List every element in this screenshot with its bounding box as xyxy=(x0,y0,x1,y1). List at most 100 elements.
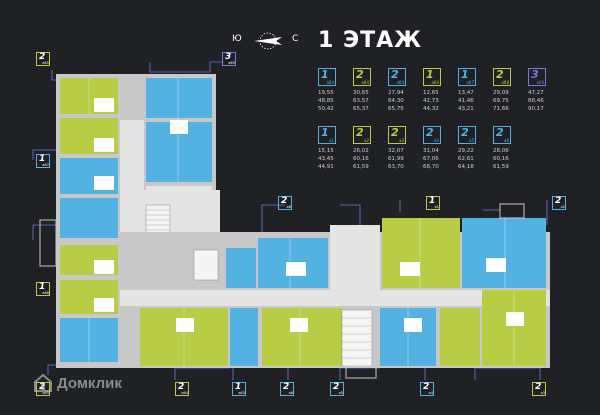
tag-code: а64 xyxy=(181,391,188,395)
legend-rooms: 2 xyxy=(461,126,469,139)
legend-area-value: 65,75 xyxy=(388,106,404,112)
tag-code: а3 xyxy=(540,391,545,395)
tag-rooms: 1 xyxy=(235,382,242,392)
tag-code: а69 xyxy=(228,61,235,65)
legend-rooms: 2 xyxy=(391,126,399,139)
domclick-logo-icon xyxy=(34,374,52,392)
legend-code: а64 xyxy=(326,80,334,85)
legend-code: а5 xyxy=(469,138,474,143)
legend-area-value: 32,07 xyxy=(388,148,404,154)
legend-area-value: 29,22 xyxy=(458,148,474,154)
legend-area-value: 44,91 xyxy=(318,164,334,170)
legend-code: а6 xyxy=(504,138,509,143)
tag-code: а65 xyxy=(42,391,49,395)
legend-area-value: 29,09 xyxy=(493,90,509,96)
tag-rooms: 2 xyxy=(283,382,290,392)
legend-area-value: 13,47 xyxy=(458,90,474,96)
legend-area-value: 19,55 xyxy=(318,90,334,96)
legend-area-value: 61,99 xyxy=(388,156,404,162)
legend-area-value: 62,61 xyxy=(458,156,474,162)
legend-area-value: 88,46 xyxy=(528,98,544,104)
legend-rooms: 2 xyxy=(356,68,364,81)
domclick-watermark: Домклик xyxy=(34,373,122,393)
legend-area-value: 47,27 xyxy=(528,90,544,96)
tag-rooms: 3 xyxy=(225,52,232,62)
legend-area-value: 61,59 xyxy=(493,164,509,170)
tag-code: а1 xyxy=(434,205,439,209)
tag-rooms: 2 xyxy=(423,382,430,392)
legend-area-value: 67,06 xyxy=(423,156,439,162)
legend-area-value: 50,42 xyxy=(318,106,334,112)
legend-code: а64 xyxy=(431,80,439,85)
tag-rooms: 1 xyxy=(429,196,436,206)
tag-rooms: 1 xyxy=(39,282,46,292)
legend-area-value: 64,30 xyxy=(388,98,404,104)
tag-rooms: 2 xyxy=(39,52,46,62)
legend-area-value: 64,18 xyxy=(458,164,474,170)
legend-code: а2 xyxy=(364,138,369,143)
legend-rooms: 2 xyxy=(356,126,364,139)
page-title: 1 ЭТАЖ xyxy=(318,28,423,53)
compass: Ю С xyxy=(232,31,302,51)
legend-code: а68 xyxy=(501,80,509,85)
legend-area-value: 68,70 xyxy=(423,164,439,170)
tag-code: а66 xyxy=(42,291,49,295)
tag-rooms: 2 xyxy=(535,382,542,392)
tag-code: а2 xyxy=(560,205,565,209)
legend-area-value: 48,85 xyxy=(318,98,334,104)
legend-area-value: 60,16 xyxy=(493,156,509,162)
legend-area-value: 12,65 xyxy=(423,90,439,96)
tag-rooms: 2 xyxy=(281,196,288,206)
tag-code: а6 xyxy=(288,391,293,395)
legend-code: а1 xyxy=(329,138,334,143)
legend-area-value: 15,15 xyxy=(318,148,334,154)
legend-rooms: 1 xyxy=(321,126,329,139)
compass-north-label: С xyxy=(292,34,299,44)
legend-area-value: 30,65 xyxy=(353,90,369,96)
legend-code: а67 xyxy=(466,80,474,85)
tag-code: а4 xyxy=(428,391,433,395)
tag-code: а5 xyxy=(338,391,343,395)
legend-area-value: 44,32 xyxy=(423,106,439,112)
watermark-text: Домклик xyxy=(57,374,122,392)
legend-area-value: 90,17 xyxy=(528,106,544,112)
legend-area-value: 27,94 xyxy=(388,90,404,96)
legend-rooms: 2 xyxy=(496,126,504,139)
legend-area-value: 61,59 xyxy=(353,164,369,170)
legend-area-value: 26,02 xyxy=(353,148,369,154)
tag-code: а67 xyxy=(42,163,49,167)
tag-rooms: 2 xyxy=(178,382,185,392)
legend-rooms: 2 xyxy=(426,126,434,139)
legend-rooms: 2 xyxy=(496,68,504,81)
